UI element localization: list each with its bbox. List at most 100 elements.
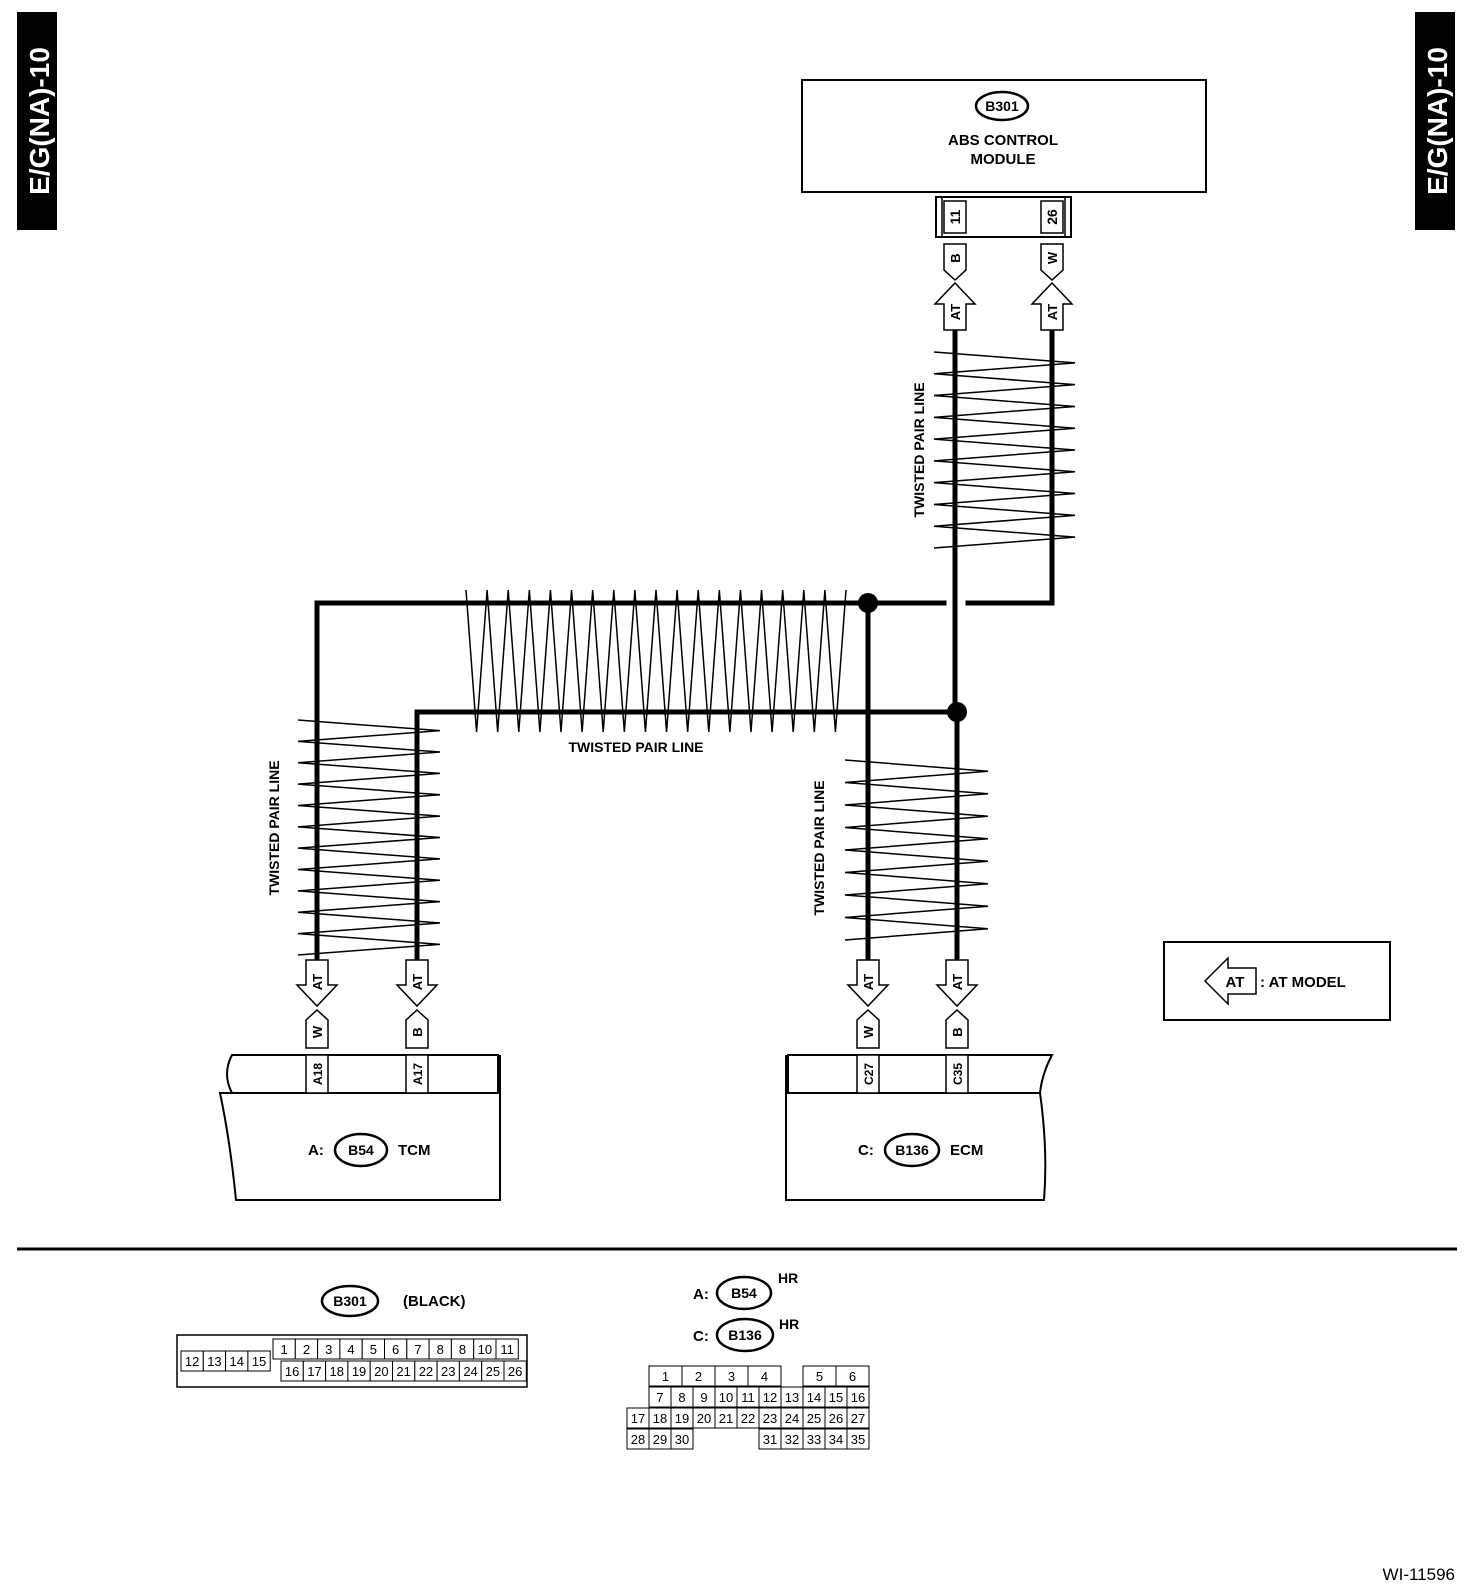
b301-pin-label: 10 — [478, 1342, 492, 1357]
legend-symbol-text: AT — [1226, 974, 1245, 991]
b136-pin-label: 35 — [851, 1432, 865, 1447]
b136-pin-label: 27 — [851, 1411, 865, 1426]
at-arrow-abs-b: AT — [933, 281, 977, 331]
wire-abs-w — [965, 327, 1055, 606]
b136-pin-label: 14 — [807, 1390, 821, 1405]
ecm-name: ECM — [950, 1142, 983, 1159]
b136-pin-label: 6 — [849, 1369, 856, 1384]
b136-pin-label: 10 — [719, 1390, 733, 1405]
b301-pin-label: 15 — [252, 1354, 266, 1369]
svg-text:B: B — [950, 1027, 965, 1036]
abs-module-name-2: MODULE — [971, 151, 1036, 168]
b136-pin-label: 5 — [816, 1369, 823, 1384]
b301-pin-label: 26 — [508, 1364, 522, 1379]
svg-text:AT: AT — [310, 974, 325, 990]
b301-pin-label: 12 — [185, 1354, 199, 1369]
b136-pin-label: 17 — [631, 1411, 645, 1426]
b136-prefix: C: — [693, 1328, 709, 1345]
section-tag-left: E/G(NA)-10 — [17, 12, 57, 230]
svg-text:W: W — [861, 1025, 876, 1038]
b136-pin-label: 16 — [851, 1390, 865, 1405]
b136-cell — [846, 1386, 870, 1408]
tcm-wire-color-b: B — [405, 1008, 429, 1049]
b301-pin-label: 8 — [437, 1342, 444, 1357]
b136-pin-label: 28 — [631, 1432, 645, 1447]
section-tag-right-text: E/G(NA)-10 — [1422, 47, 1453, 195]
b136-cell — [747, 1365, 782, 1387]
legend-box: AT : AT MODEL — [1163, 941, 1391, 1021]
b301-pin-label: 7 — [414, 1342, 421, 1357]
b301-pin-label: 4 — [347, 1342, 354, 1357]
twist-tcm — [297, 719, 441, 956]
b136-pin-label: 31 — [763, 1432, 777, 1447]
figure-id: WI-11596 — [1383, 1565, 1455, 1584]
b54-code: B54 — [731, 1285, 757, 1301]
b301-cell — [495, 1338, 519, 1360]
b136-pin-label: 19 — [675, 1411, 689, 1426]
abs-pin-26: 26 — [1044, 209, 1060, 225]
dynamic-layer — [297, 327, 1076, 963]
at-arrow-tcm-w: AT — [295, 959, 339, 1008]
section-tag-left-text: E/G(NA)-10 — [24, 47, 55, 195]
b301-pin-label: 6 — [392, 1342, 399, 1357]
ecm-connector-code: B136 — [895, 1142, 929, 1158]
tcm-connector-code: B54 — [348, 1142, 374, 1158]
b136-pin-label: 25 — [807, 1411, 821, 1426]
b136-pin-label: 11 — [741, 1390, 755, 1405]
b301-code: B301 — [333, 1293, 367, 1309]
wire-w-bus — [314, 600, 947, 963]
section-tag-right: E/G(NA)-10 — [1415, 12, 1455, 230]
b301-pin-label: 2 — [303, 1342, 310, 1357]
b136-pin-label: 12 — [763, 1390, 777, 1405]
ecm-module: C27 C35 C: B136 ECM — [785, 1054, 1054, 1201]
b136-pin-label: 24 — [785, 1411, 799, 1426]
b136-cell — [846, 1428, 870, 1450]
b301-pin-label: 5 — [370, 1342, 377, 1357]
abs-control-module: B301 ABS CONTROL MODULE 11 26 — [801, 79, 1207, 238]
twisted-pair-label-middle: TWISTED PAIR LINE — [568, 739, 703, 755]
b136-pin-label: 30 — [675, 1432, 689, 1447]
tcm-pin-a18: A18 — [311, 1063, 325, 1085]
b136-cell — [835, 1365, 870, 1387]
b136-pin-label: 22 — [741, 1411, 755, 1426]
b136-pin-label: 32 — [785, 1432, 799, 1447]
b54-hr: HR — [778, 1270, 798, 1286]
tcm-wire-color-w: W — [305, 1008, 329, 1049]
at-arrow-abs-w: AT — [1030, 281, 1074, 331]
b301-pin-label: 11 — [500, 1342, 514, 1357]
b136-pin-label: 21 — [719, 1411, 733, 1426]
b301-pin-label: 19 — [352, 1364, 366, 1379]
abs-pin-11: 11 — [947, 209, 963, 224]
abs-wire-color-w: W — [1040, 243, 1064, 282]
b136-pin-label: 15 — [829, 1390, 843, 1405]
at-arrow-ecm-w: AT — [846, 959, 890, 1008]
b301-pin-label: 14 — [230, 1354, 244, 1369]
b301-pin-label: 23 — [441, 1364, 455, 1379]
b136-pin-label: 26 — [829, 1411, 843, 1426]
twisted-pair-label-abs: TWISTED PAIR LINE — [911, 382, 927, 517]
b136-pin-label: 8 — [678, 1390, 685, 1405]
at-arrow-tcm-b: AT — [395, 959, 439, 1008]
svg-text:W: W — [1045, 251, 1060, 264]
at-arrow-ecm-b: AT — [935, 959, 979, 1008]
b136-code: B136 — [728, 1327, 762, 1343]
b136-pin-label: 29 — [653, 1432, 667, 1447]
tcm-name: TCM — [398, 1142, 431, 1159]
svg-text:B: B — [410, 1027, 425, 1036]
ecm-pin-c27: C27 — [862, 1063, 876, 1085]
b136-pin-label: 9 — [700, 1390, 707, 1405]
b301-pin-label: 24 — [463, 1364, 477, 1379]
ecm-prefix: C: — [858, 1142, 874, 1159]
ecm-wire-color-b: B — [945, 1008, 969, 1049]
twist-middle — [465, 589, 847, 733]
legend-text: : AT MODEL — [1260, 974, 1346, 991]
junction-dot-w — [858, 593, 878, 613]
b136-pin-label: 4 — [761, 1369, 768, 1384]
b301-pin-label: 17 — [307, 1364, 321, 1379]
b136-cell — [846, 1407, 870, 1429]
b136-pin-label: 34 — [829, 1432, 843, 1447]
b136-pin-label: 23 — [763, 1411, 777, 1426]
b136-pin-label: 2 — [695, 1369, 702, 1384]
